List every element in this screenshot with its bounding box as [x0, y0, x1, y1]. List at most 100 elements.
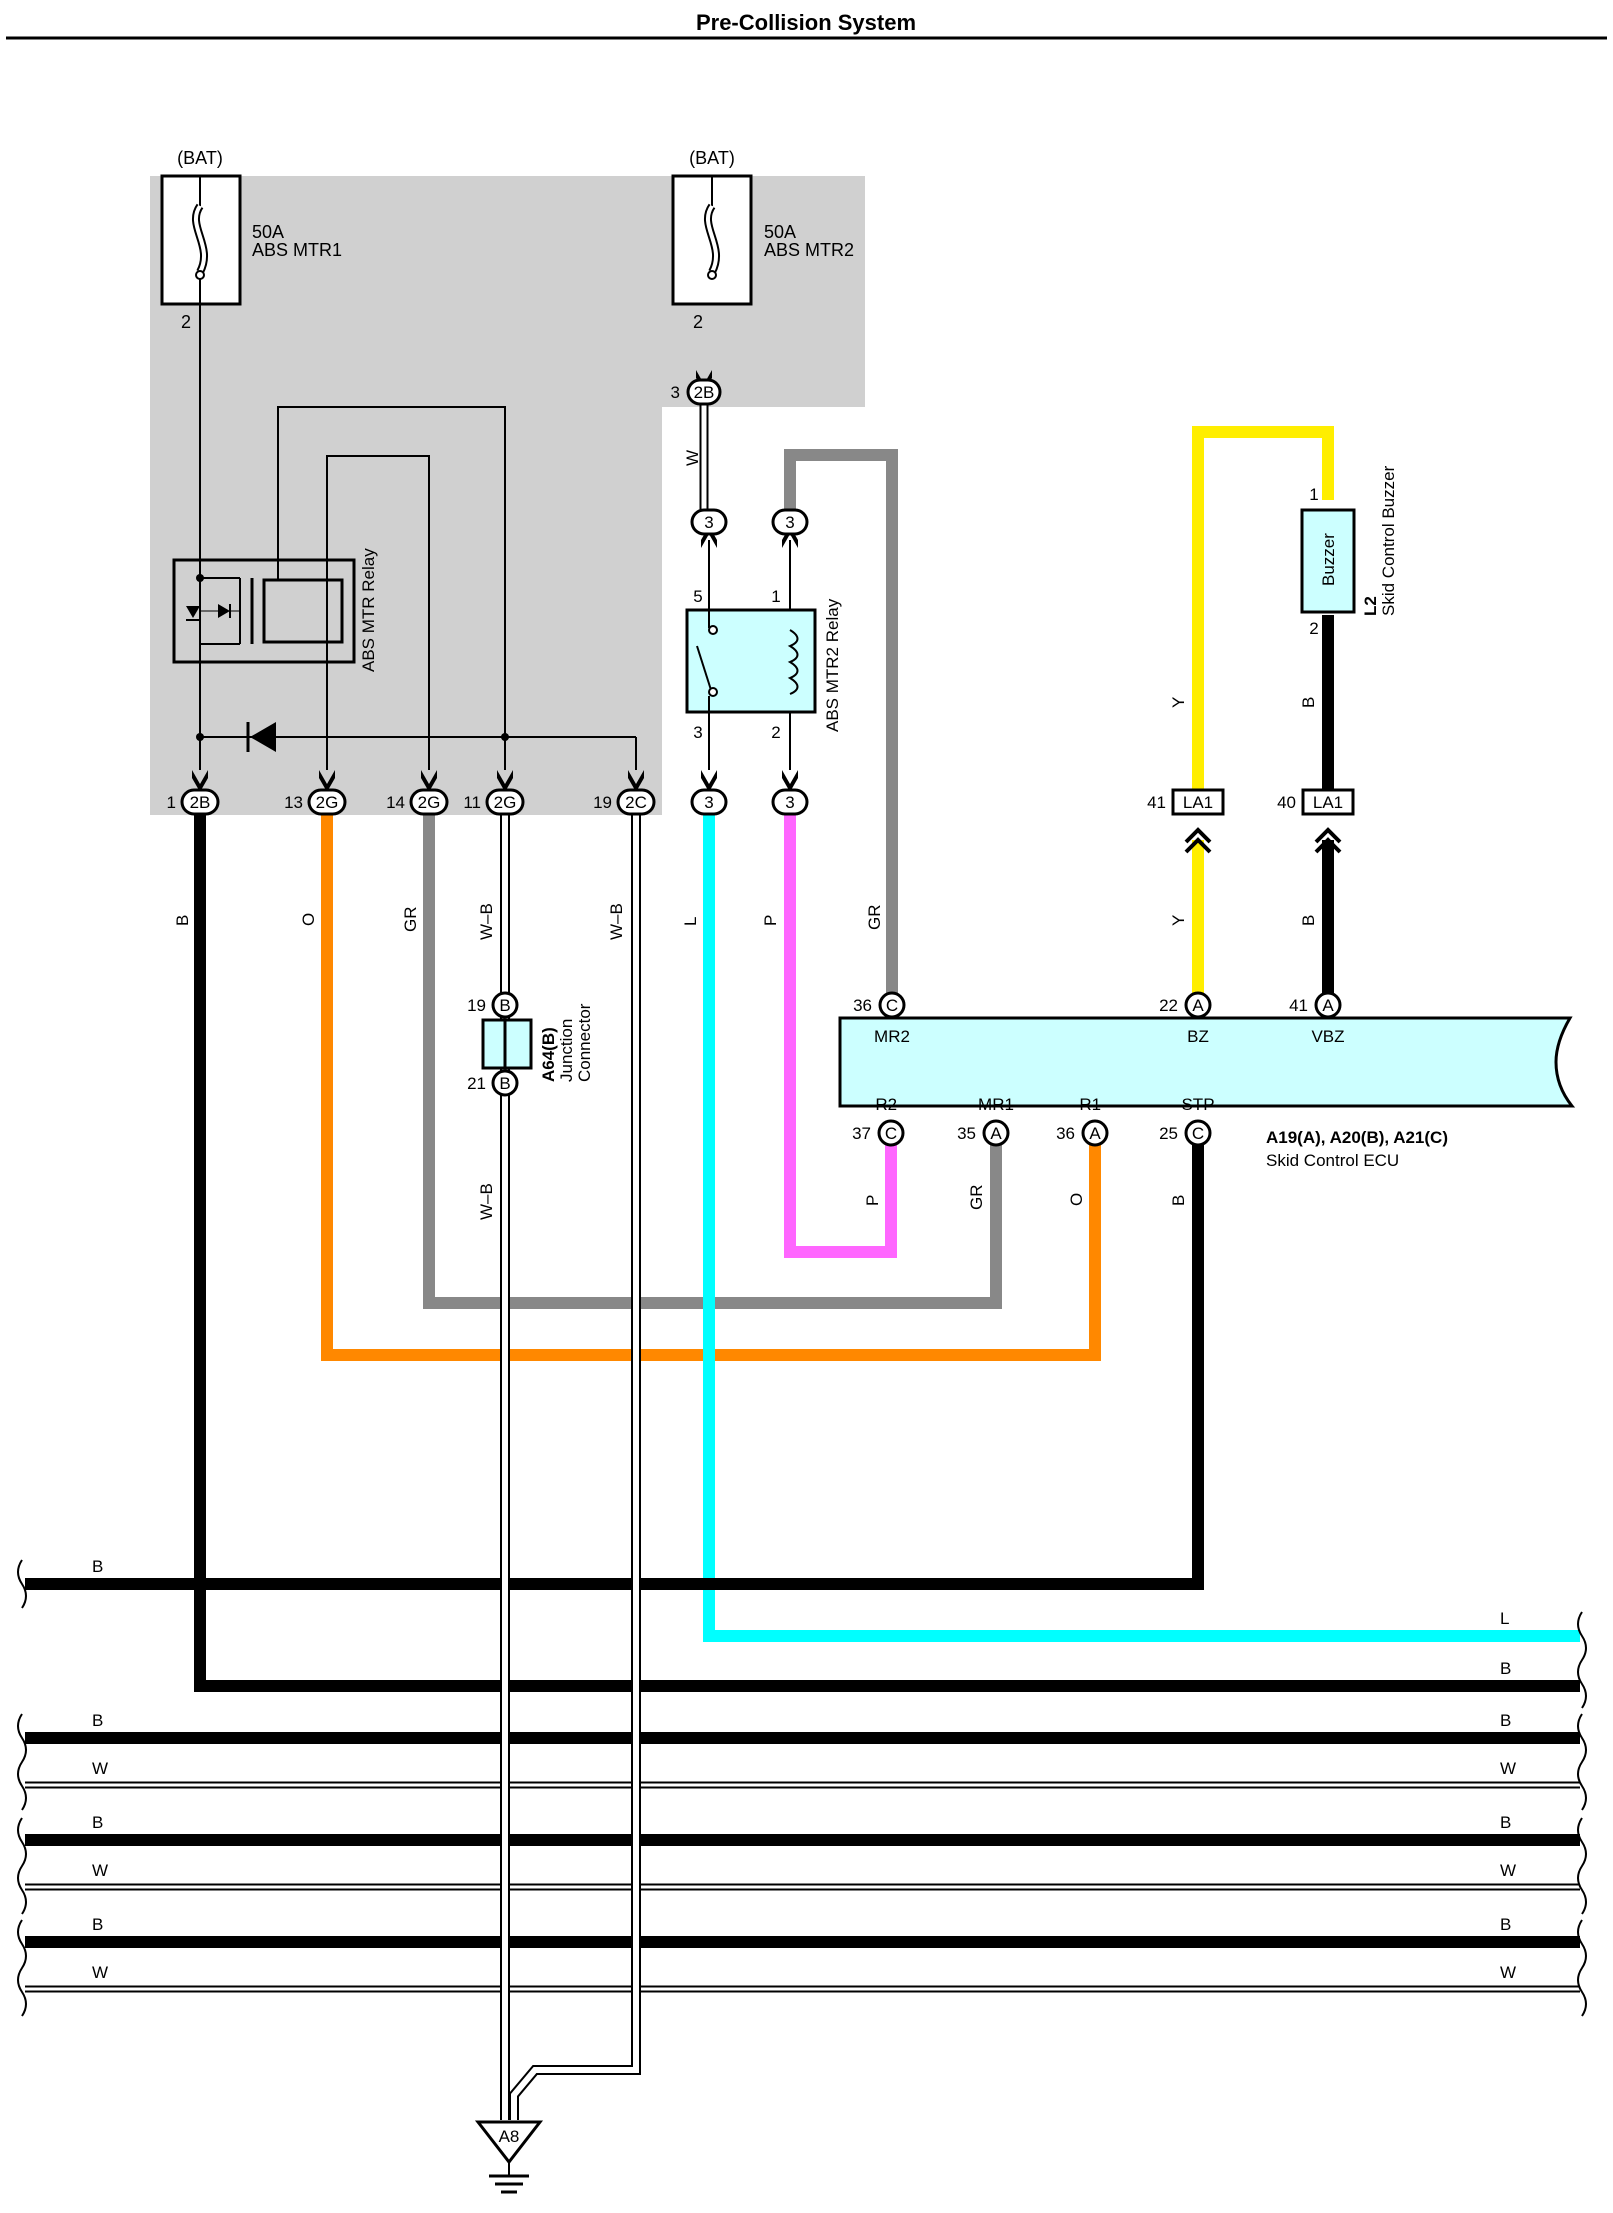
bus-right-label-1: B	[1500, 1659, 1511, 1678]
arrow-13	[319, 770, 335, 792]
connector-la1-b-pin: 40	[1277, 793, 1296, 812]
buzzer-body	[1300, 508, 1356, 614]
bus-left-label-3: B	[92, 1813, 103, 1832]
connector-3-b-code: 3	[785, 513, 794, 532]
wire-label-o-13: O	[299, 913, 318, 926]
page-title: Pre-Collision System	[696, 10, 916, 35]
wire-label-wb-lower: W–B	[477, 1183, 496, 1220]
ecu-code: A19(A), A20(B), A21(C)	[1266, 1128, 1448, 1147]
buzzer-label: Buzzer	[1319, 533, 1338, 586]
wire-label-wb-11: W–B	[477, 903, 496, 940]
relay-coil-line-a	[277, 406, 506, 770]
abs-mtr-relay-label: ABS MTR Relay	[359, 548, 378, 672]
wire-label-y-ecu: Y	[1169, 915, 1188, 926]
bus-right-label-0: L	[1500, 1609, 1509, 1628]
fuse-mtr2-node	[707, 270, 717, 280]
relay-block-shade	[150, 176, 865, 815]
connector-j14	[409, 788, 449, 816]
wire-label-gr-14: GR	[401, 907, 420, 933]
junction-conn-bottom: B	[499, 1074, 510, 1093]
wire-label-l-3: L	[681, 917, 700, 926]
connector-3-d-code: 3	[785, 793, 794, 812]
chevron-la1-y	[1184, 827, 1212, 854]
abs-mtr-relay-box	[172, 558, 356, 664]
fuse-mtr1-source: (BAT)	[177, 148, 223, 168]
connector-3-c	[690, 788, 728, 816]
fuse-mtr2-rating: 50A	[764, 222, 796, 242]
ecu-pin-stp-circle	[1184, 1119, 1212, 1147]
bus-left-label-5: B	[92, 1915, 103, 1934]
wire-black-stp	[25, 1132, 1204, 1590]
wire-label-wb-19: W–B	[607, 903, 626, 940]
ecu-pin-bz-conn: A	[1192, 996, 1204, 1015]
ecu-pin-r1-circle	[1081, 1119, 1109, 1147]
wire-label-o-r1: O	[1067, 1193, 1086, 1206]
abs-mtr2-relay: 5 1 3 2 ABS MTR2 Relay	[685, 540, 842, 770]
connector-la1-y-code: LA1	[1183, 793, 1213, 812]
ecu-pin-stp-conn: C	[1192, 1124, 1204, 1143]
junction-name-2: Connector	[575, 1003, 594, 1082]
ecu-pin-vbz-label: VBZ	[1311, 1027, 1344, 1046]
connector-3-b	[771, 508, 809, 536]
ecu-pin-bz-label: BZ	[1187, 1027, 1209, 1046]
wb-ground-wires	[500, 810, 641, 2120]
arrow-19	[628, 770, 644, 792]
arrow-p	[782, 770, 798, 792]
abs-mtr-relay-circuit: ABS MTR Relay	[172, 279, 637, 770]
connector-la1-y	[1171, 788, 1225, 816]
ecu-pin-r1-num: 36	[1056, 1124, 1075, 1143]
connector-2b-top-code: 2B	[694, 383, 715, 402]
connector-j1-code: 2B	[190, 793, 211, 812]
wire-label-gr-mr1: GR	[967, 1185, 986, 1211]
ecu-pin-mr1-circle	[982, 1119, 1010, 1147]
connector-j1	[180, 788, 220, 816]
relay-switch-icon	[696, 645, 712, 691]
mtr2-pin-3: 3	[693, 723, 702, 742]
ecu-pin-bz-circle	[1184, 991, 1212, 1019]
relay-diode-a	[186, 606, 200, 618]
break-mark-left-3	[17, 1817, 27, 1915]
connector-la1-b-code: LA1	[1313, 793, 1343, 812]
connector-j13-code: 2G	[316, 793, 339, 812]
connector-3-a-code: 3	[704, 513, 713, 532]
break-mark-left-4	[17, 1919, 27, 2017]
bus-left-label-6: W	[92, 1963, 108, 1982]
arrow-l	[701, 770, 717, 792]
bus-right-label-3: W	[1500, 1759, 1516, 1778]
junction-name-1: Junction	[557, 1019, 576, 1082]
mtr2-pin-1: 1	[771, 587, 780, 606]
wire-label-b-top: B	[1299, 697, 1318, 708]
fuse-abs-mtr2: (BAT) 50A ABS MTR2 2	[671, 148, 854, 332]
fuse-mtr2-element-fill	[705, 204, 719, 273]
connector-j13	[307, 788, 347, 816]
ecu-pin-r2-label: R2–	[875, 1095, 907, 1114]
junction-connector: B B 19 21 A64(B) Junction Connector	[467, 991, 594, 1097]
break-mark-right-4	[1577, 1919, 1587, 2017]
junction-conn-top: B	[499, 996, 510, 1015]
ecu-pin-r1-label: R1–	[1079, 1095, 1111, 1114]
wire-label-b-1: B	[173, 915, 192, 926]
mtr2-switch-node-bottom	[708, 687, 718, 697]
break-mark-left-1	[17, 1559, 27, 1609]
ecu-pin-mr1-label: MR1	[978, 1095, 1014, 1114]
wire-label-b-stp: B	[1169, 1195, 1188, 1206]
buzzer-name: Skid Control Buzzer	[1379, 465, 1398, 616]
bus-labels: B B W B W B W L B B W B W B W	[92, 1557, 1516, 1982]
junction-pin-bottom: 21	[467, 1074, 486, 1093]
bus-right-label-2: B	[1500, 1711, 1511, 1730]
wire-label-p-r2: P	[863, 1195, 882, 1206]
bus-right-label-7: W	[1500, 1963, 1516, 1982]
relay-coil-line-b	[326, 455, 430, 770]
ecu-pin-mr2-label: MR2	[874, 1027, 910, 1046]
connector-j14-pin: 14	[386, 793, 405, 812]
bus-left-label-1: B	[92, 1711, 103, 1730]
connector-j13-pin: 13	[284, 793, 303, 812]
connector-j19-code: 2C	[625, 793, 647, 812]
ecu-name: Skid Control ECU	[1266, 1151, 1399, 1170]
abs-mtr2-relay-box	[685, 608, 817, 714]
fuse-mtr2-name: ABS MTR2	[764, 240, 854, 260]
wire-cyan	[703, 810, 1580, 1642]
wire-label-y-top: Y	[1169, 697, 1188, 708]
ecu-pin-stp-num: 25	[1159, 1124, 1178, 1143]
